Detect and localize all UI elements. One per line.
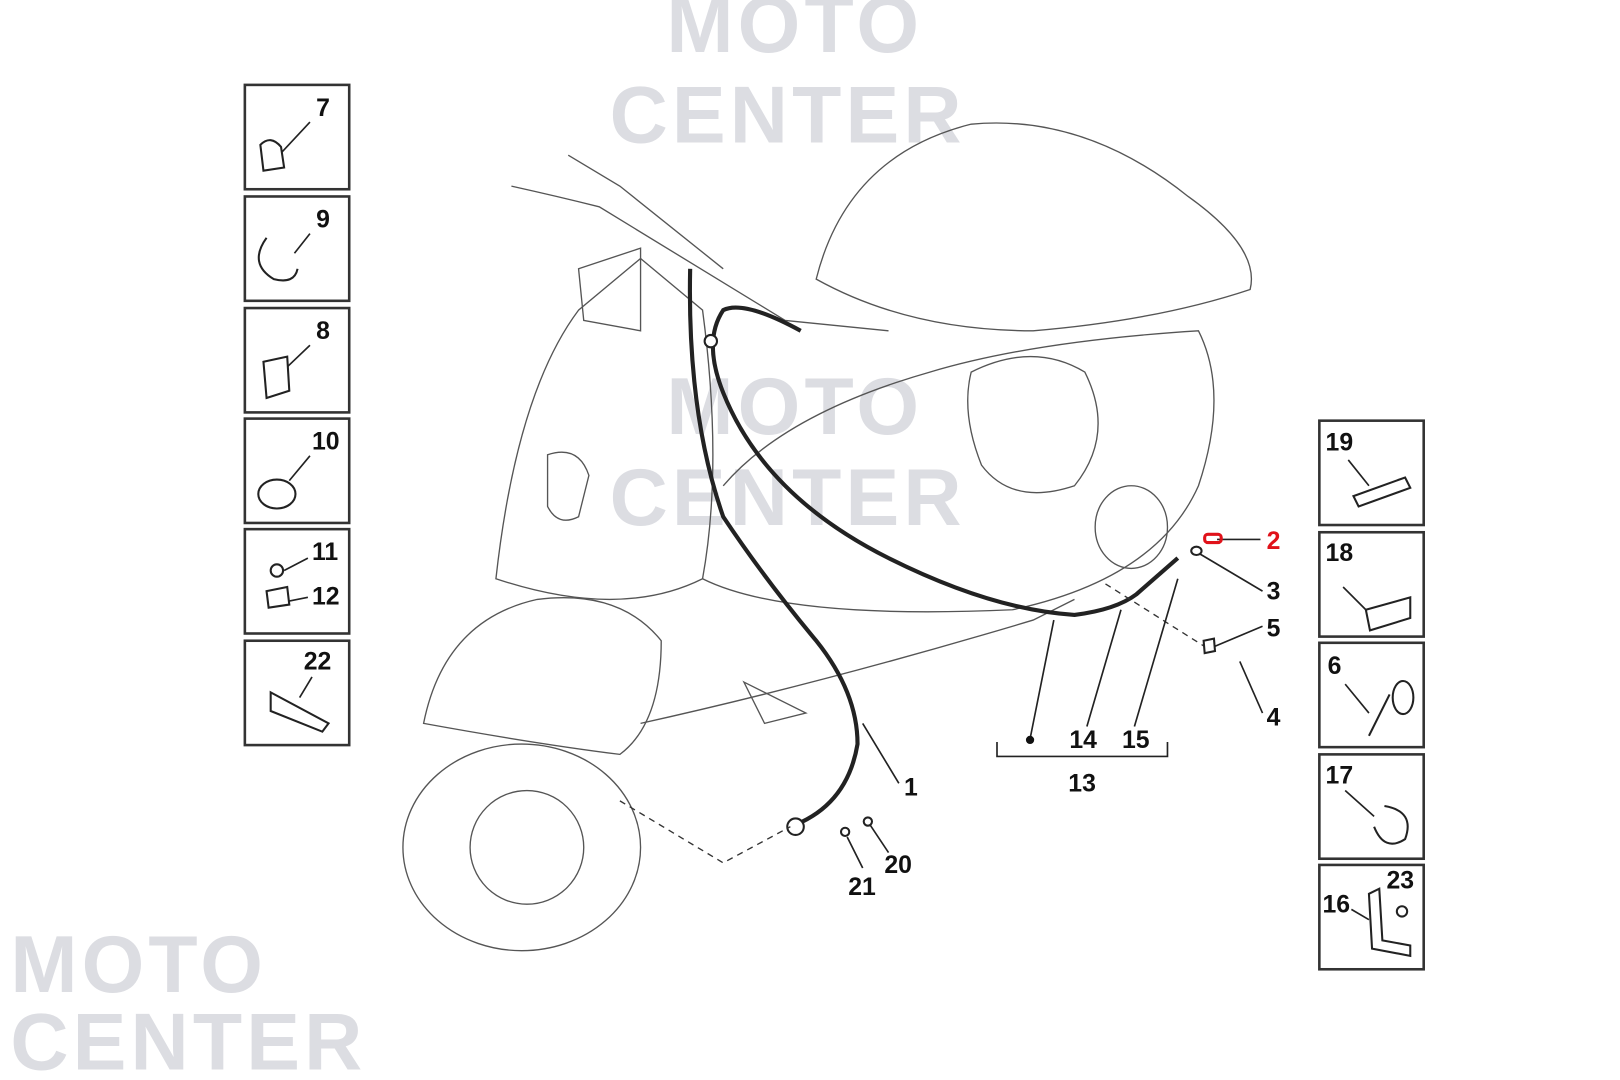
svg-text:7: 7 [316,95,330,122]
svg-text:17: 17 [1326,762,1354,789]
watermark: MOTO CENTER MOTO CENTER MOTO CENTER [10,0,966,1080]
scooter-drawing [402,122,1252,952]
svg-text:CENTER: CENTER [10,997,366,1080]
part-box-18[interactable]: 18 [1318,530,1425,638]
svg-text:9: 9 [316,206,330,233]
speedometer-cable [687,268,1180,837]
part-box-11-12[interactable]: 11 12 [243,527,351,635]
svg-text:23: 23 [1387,868,1415,895]
svg-text:6: 6 [1328,653,1342,680]
part-box-10[interactable]: 10 [243,417,351,525]
leader-lines [619,532,1264,869]
svg-text:CENTER: CENTER [610,71,966,161]
callout-21: 21 [848,874,876,901]
svg-text:10: 10 [312,429,340,456]
callout-2-highlighted: 2 [1267,528,1281,555]
right-parts-column: 19 18 6 17 16 23 [1318,419,1425,971]
callout-15: 15 [1122,727,1150,754]
callout-3: 3 [1267,578,1281,605]
svg-text:MOTO: MOTO [666,362,923,452]
svg-text:MOTO: MOTO [666,0,923,70]
svg-text:8: 8 [316,318,330,345]
svg-text:MOTO: MOTO [10,920,267,1010]
svg-text:22: 22 [304,649,332,676]
part-box-6[interactable]: 6 [1318,641,1425,749]
part-box-19[interactable]: 19 [1318,419,1425,527]
svg-text:CENTER: CENTER [610,453,966,543]
part-box-7[interactable]: 7 [243,83,351,191]
callout-13: 13 [1068,771,1096,798]
svg-text:19: 19 [1326,430,1354,457]
svg-text:16: 16 [1322,891,1350,918]
part-box-22[interactable]: 22 [243,639,351,747]
svg-text:18: 18 [1326,540,1354,567]
part-box-16-23[interactable]: 16 23 [1318,863,1425,971]
svg-text:11: 11 [312,539,338,566]
part-box-9[interactable]: 9 [243,195,351,303]
callout-5: 5 [1267,616,1281,643]
callout-4: 4 [1267,704,1281,731]
svg-text:12: 12 [312,584,340,611]
part-box-8[interactable]: 8 [243,306,351,414]
part-box-17[interactable]: 17 [1318,753,1425,861]
callout-20: 20 [884,852,912,879]
left-parts-column: 7 9 8 10 11 12 [243,83,351,747]
callout-14: 14 [1069,727,1097,754]
callout-1: 1 [904,775,918,802]
